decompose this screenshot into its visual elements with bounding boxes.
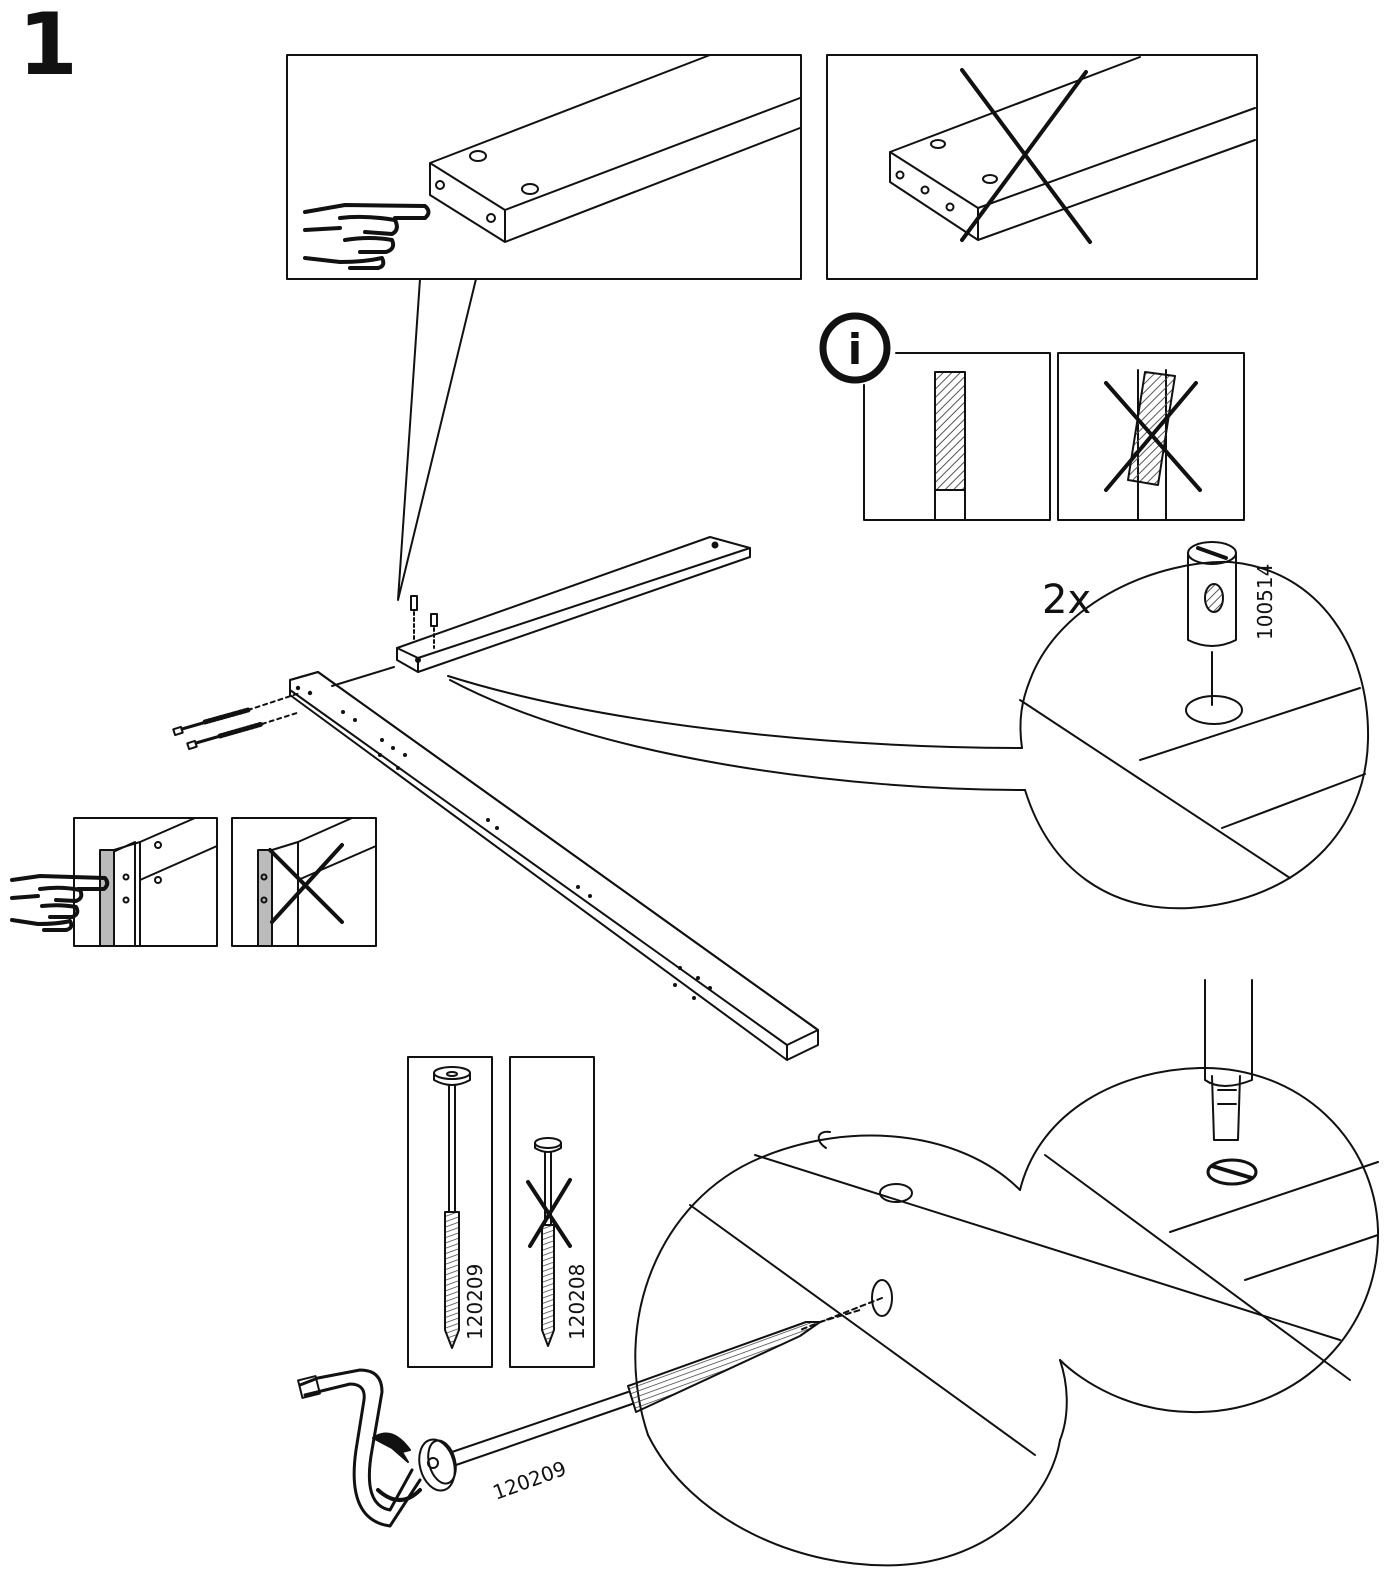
bolt-and-allen-key — [297, 1309, 861, 1528]
info-icon: i — [819, 312, 891, 384]
short-bolt-panel — [509, 1056, 595, 1368]
cam-lock-small — [410, 595, 438, 649]
edge-correct-panel — [10, 817, 218, 947]
info-icon-glyph: i — [848, 325, 862, 374]
pointing-hand-icon — [303, 203, 431, 270]
connector-bolts — [172, 692, 301, 751]
cam-lock-icon — [1185, 541, 1243, 725]
cam-lock-quantity: 2x — [1042, 577, 1091, 623]
bolt-label: 120209 — [490, 1456, 570, 1505]
x-mark-icon — [526, 1178, 572, 1248]
long-rail — [289, 671, 819, 1061]
long-bolt-panel — [407, 1056, 493, 1368]
screwdriver-icon — [1204, 979, 1258, 1186]
cam-lock-part-number: 100514 — [1253, 564, 1277, 640]
step-number: 1 — [18, 0, 78, 95]
x-mark-icon — [960, 68, 1092, 244]
short-rail — [331, 536, 751, 687]
wrong-board-panel — [826, 54, 1258, 280]
long-bolt-part-number: 120209 — [463, 1264, 487, 1340]
info-thread-panels: i — [819, 312, 1245, 521]
x-mark-icon — [1104, 381, 1202, 492]
pointing-hand-icon — [10, 874, 110, 932]
short-bolt-part-number: 120208 — [565, 1264, 589, 1340]
bolt-zoom-detail — [634, 979, 1380, 1567]
x-mark-icon — [268, 843, 344, 924]
edge-wrong-panel — [231, 817, 377, 947]
cam-lock-callout — [447, 541, 1370, 910]
correct-board-panel — [286, 54, 802, 601]
